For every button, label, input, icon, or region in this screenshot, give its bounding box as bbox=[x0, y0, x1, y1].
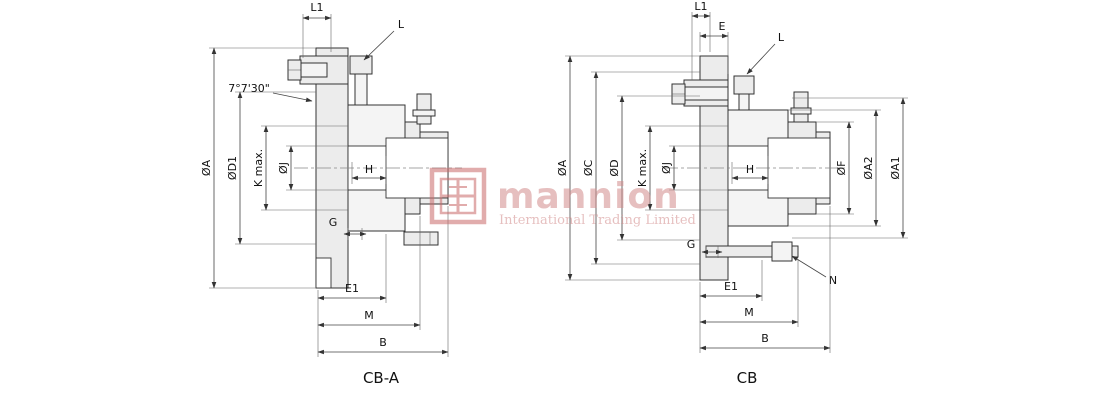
watermark: mannion International Trading Limited bbox=[429, 167, 696, 228]
cb-dim-of: ØF bbox=[816, 121, 854, 215]
cb-top-screw bbox=[793, 91, 809, 123]
dim-label-g: G bbox=[329, 216, 338, 229]
cb-cap-screw-shaft bbox=[738, 93, 750, 111]
cb-dim-b: B bbox=[699, 206, 831, 353]
cb-dim-e1: E1 bbox=[699, 260, 763, 353]
cba-dim-od1: ØD1 bbox=[226, 91, 316, 245]
cb-body-section bbox=[664, 55, 848, 281]
cb-dim-e: E bbox=[699, 20, 729, 74]
cb-dim-m: M bbox=[699, 259, 799, 327]
cba-dim-h: H bbox=[351, 156, 387, 184]
cb-leader-l: L bbox=[746, 31, 785, 75]
dim-label-of: ØF bbox=[835, 161, 848, 176]
cba-cap-screw-shaft bbox=[354, 73, 368, 106]
dim-label-oa: ØA bbox=[200, 159, 213, 176]
cb-dim-oa2: ØA2 bbox=[788, 109, 881, 227]
dim-label-m: M bbox=[744, 306, 754, 319]
dim-label-e: E bbox=[719, 20, 726, 33]
watermark-logo-icon bbox=[429, 167, 487, 225]
cba-dim-oa: ØA bbox=[200, 47, 316, 289]
cb-dim-oj: ØJ bbox=[660, 145, 728, 191]
cba-dim-g: G bbox=[329, 216, 367, 240]
dim-label-oa: ØA bbox=[556, 159, 569, 176]
cba-dim-l1: L1 bbox=[302, 1, 332, 58]
watermark-brand-text: mannion bbox=[497, 176, 680, 217]
cb-cap-screw-head bbox=[733, 75, 755, 95]
dim-label-angle: 7°7'30" bbox=[228, 82, 270, 95]
dim-label-l1: L1 bbox=[310, 1, 323, 14]
cb-dim-l1: L1 bbox=[691, 0, 711, 80]
cba-dim-m: M bbox=[317, 216, 421, 330]
cba-leader-l: L bbox=[363, 18, 405, 61]
cba-top-screw bbox=[416, 93, 432, 125]
cba-dim-kmax: K max. bbox=[252, 125, 348, 211]
dim-label-b: B bbox=[379, 336, 387, 349]
cba-dim-oj: ØJ bbox=[277, 145, 348, 191]
dim-label-h: H bbox=[365, 163, 373, 176]
cba-plate-notch bbox=[315, 257, 332, 289]
cba-angle-callout: 7°7'30" bbox=[228, 82, 313, 103]
dim-label-oa1: ØA1 bbox=[889, 156, 902, 179]
dim-label-kmax: K max. bbox=[636, 149, 649, 187]
dim-label-oj: ØJ bbox=[277, 162, 290, 174]
dim-label-n: N bbox=[829, 274, 837, 287]
cb-dim-g: G bbox=[687, 238, 723, 258]
cb-dim-h: H bbox=[731, 156, 769, 184]
watermark-subtitle-text: International Trading Limited bbox=[499, 213, 696, 228]
cba-stud-shaft bbox=[300, 62, 328, 78]
view-cb-a: ØA ØD1 K max. ØJ H bbox=[200, 1, 462, 387]
dim-label-oj: ØJ bbox=[660, 162, 673, 174]
cba-top-screw-washer bbox=[412, 109, 436, 117]
caption-cb: CB bbox=[737, 369, 758, 387]
dim-label-oc: ØC bbox=[582, 160, 595, 177]
dim-label-b: B bbox=[761, 332, 769, 345]
dim-label-l1: L1 bbox=[694, 0, 707, 13]
cb-top-screw-washer bbox=[790, 107, 812, 115]
cb-dim-oc: ØC bbox=[582, 71, 700, 265]
cb-dim-oa1: ØA1 bbox=[792, 97, 908, 239]
dim-label-kmax: K max. bbox=[252, 149, 265, 187]
dim-label-e1: E1 bbox=[724, 280, 738, 293]
dim-label-h: H bbox=[746, 163, 754, 176]
cba-bottom-screw bbox=[403, 231, 439, 246]
caption-cb-a: CB-A bbox=[363, 369, 400, 387]
dim-label-od: ØD bbox=[608, 159, 621, 176]
cba-dim-b: B bbox=[317, 206, 449, 357]
dim-label-oa2: ØA2 bbox=[862, 156, 875, 179]
dim-label-l: L bbox=[398, 18, 405, 31]
dim-label-e1: E1 bbox=[345, 282, 359, 295]
cb-stud-shaft bbox=[684, 86, 729, 101]
cb-dim-kmax: K max. bbox=[636, 125, 728, 211]
view-cb: ØA ØC ØD K max. ØJ bbox=[556, 0, 908, 387]
cb-bottom-screw bbox=[771, 241, 793, 262]
dim-label-m: M bbox=[364, 309, 374, 322]
dim-label-l: L bbox=[778, 31, 785, 44]
cba-cap-screw-head bbox=[349, 55, 373, 75]
cb-dim-od: ØD bbox=[608, 95, 700, 241]
cb-dim-oa: ØA bbox=[556, 55, 700, 281]
cb-leader-n: N bbox=[791, 255, 837, 287]
dim-label-od1: ØD1 bbox=[226, 156, 239, 180]
dim-label-g: G bbox=[687, 238, 696, 251]
